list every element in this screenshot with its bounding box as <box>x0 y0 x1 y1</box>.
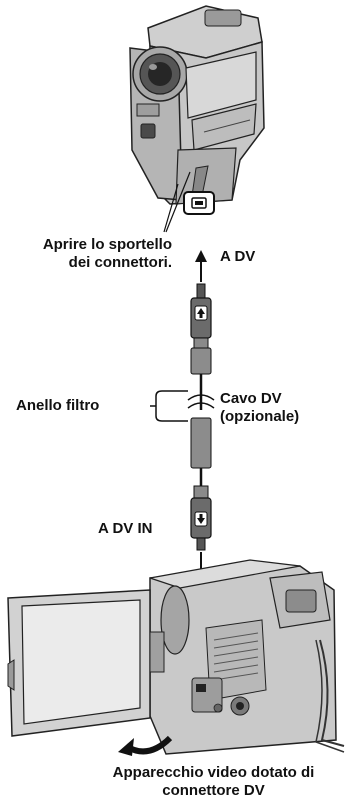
filter-ring-label: Anello filtro <box>16 397 99 415</box>
dv-cable-line-1: Cavo DV <box>220 390 299 408</box>
video-device-line-1: Apparecchio video dotato di <box>80 764 347 782</box>
dv-cable-label: Cavo DV (opzionale) <box>220 390 299 426</box>
open-door-line-2: dei connettori. <box>2 254 172 272</box>
video-device-line-2: connettore DV <box>80 782 347 800</box>
open-door-label: Aprire lo sportello dei connettori. <box>2 236 172 272</box>
up-arrow-plug-icon <box>195 306 207 320</box>
to-dv-label: A DV <box>220 248 255 266</box>
down-arrow-plug-icon <box>195 512 207 526</box>
open-door-line-1: Aprire lo sportello <box>2 236 172 254</box>
camcorder-top <box>130 6 264 232</box>
video-device <box>8 560 344 756</box>
video-device-label: Apparecchio video dotato di connettore D… <box>80 764 347 800</box>
dv-cable-line-2: (opzionale) <box>220 408 299 426</box>
to-dv-in-label: A DV IN <box>98 520 152 538</box>
